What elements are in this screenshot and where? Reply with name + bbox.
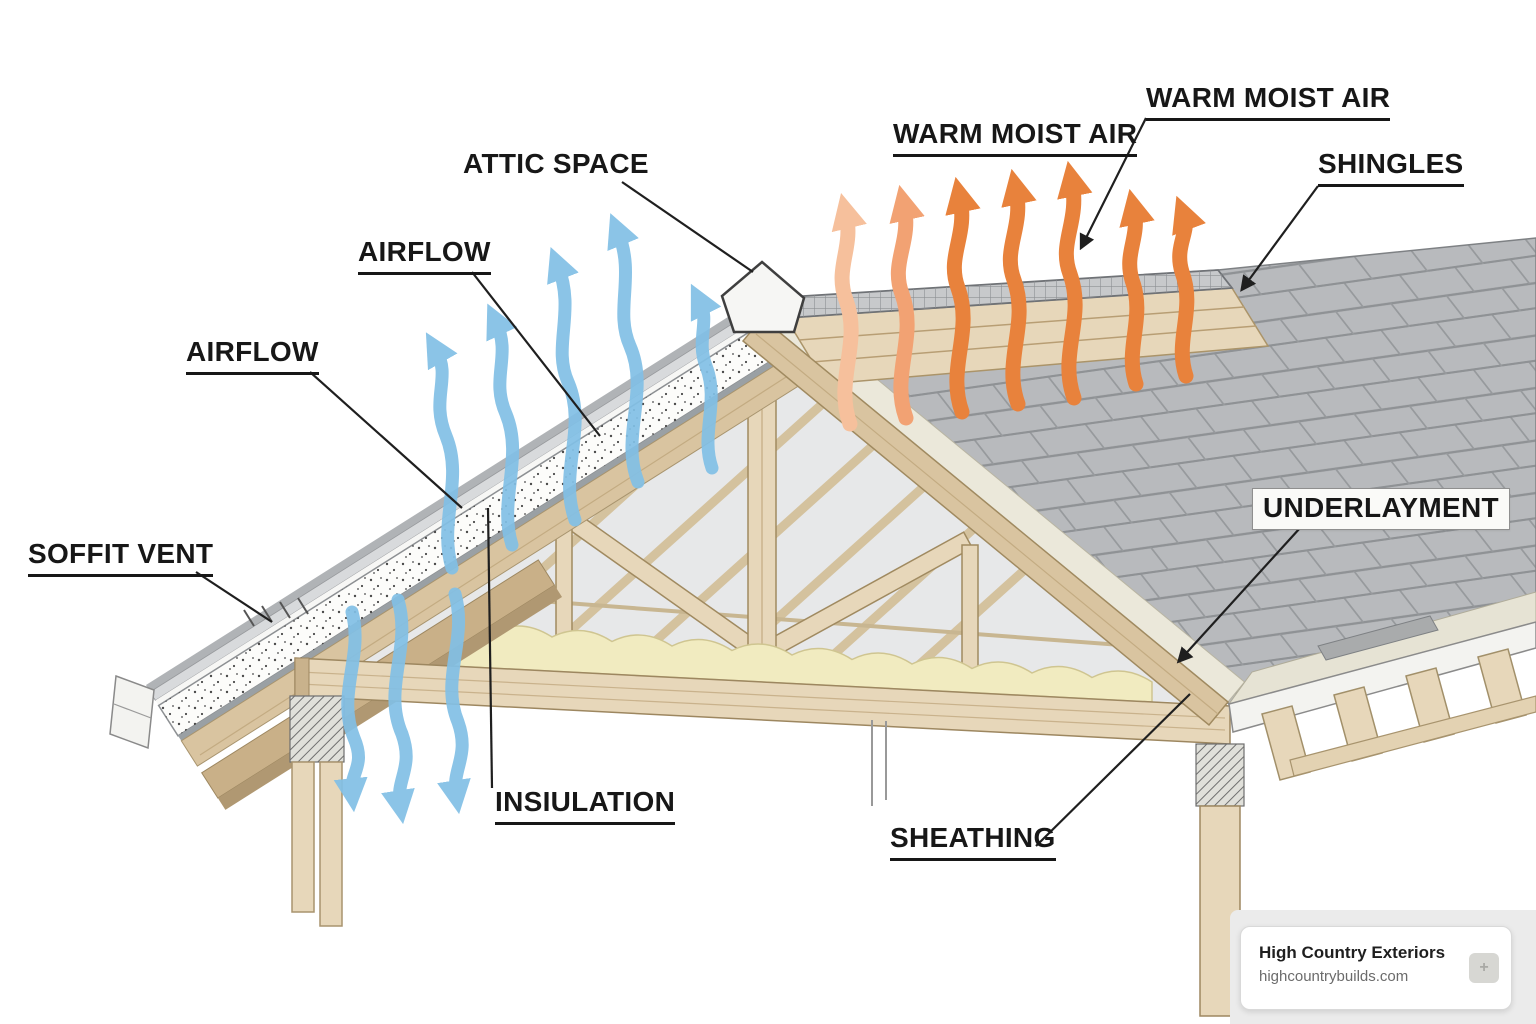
leader-attic-space xyxy=(621,181,754,273)
leader-underlayment xyxy=(1176,527,1301,664)
left-post-a xyxy=(291,761,315,913)
airflow-arrows xyxy=(333,213,722,825)
label-shingles: SHINGLES xyxy=(1318,148,1464,187)
label-airflow-upper: AIRFLOW xyxy=(358,236,491,275)
leader-airflow-lower xyxy=(309,371,463,509)
label-soffit-vent: SOFFIT VENT xyxy=(28,538,214,577)
label-underlayment: UNDERLAYMENT xyxy=(1252,488,1510,530)
label-insulation: INSIULATION xyxy=(495,786,676,825)
warm-air-arrows xyxy=(831,160,1206,432)
label-sheathing: SHEATHING xyxy=(890,822,1056,861)
brand-title: High Country Exteriors xyxy=(1259,943,1446,962)
lifted-shingle-edge xyxy=(1317,615,1439,661)
leader-shingles xyxy=(1240,185,1319,292)
soffit-vent-slots xyxy=(243,597,309,627)
label-airflow-lower: AIRFLOW xyxy=(186,336,319,375)
left-roof-slope xyxy=(109,298,811,810)
right-wall-hatch-block xyxy=(1195,743,1245,807)
label-warm-moist-air-left: WARM MOIST AIR xyxy=(893,118,1138,157)
right-fascia xyxy=(1228,621,1536,733)
label-attic-space: ATTIC SPACE xyxy=(463,148,649,179)
brand-url: highcountrybuilds.com xyxy=(1259,968,1409,985)
branding-card: High Country Exteriors highcountrybuilds… xyxy=(1240,926,1512,1010)
leader-lines xyxy=(195,117,1319,847)
insulation-batts xyxy=(431,620,1153,703)
leader-sheathing xyxy=(1035,693,1191,847)
left-wall-hatch-block xyxy=(289,695,345,763)
leader-airflow-upper xyxy=(471,271,601,437)
leader-insulation xyxy=(486,507,494,789)
eave-board xyxy=(1289,695,1536,777)
leader-warm-right xyxy=(1079,117,1147,251)
attic-interior xyxy=(350,318,1228,704)
left-post-b xyxy=(319,761,343,927)
leader-soffit-vent xyxy=(195,571,273,623)
label-warm-moist-air-right: WARM MOIST AIR xyxy=(1146,82,1391,121)
gutter-left xyxy=(109,674,155,750)
ridge-cap xyxy=(720,260,806,334)
brand-badge-icon: + xyxy=(1469,953,1499,983)
